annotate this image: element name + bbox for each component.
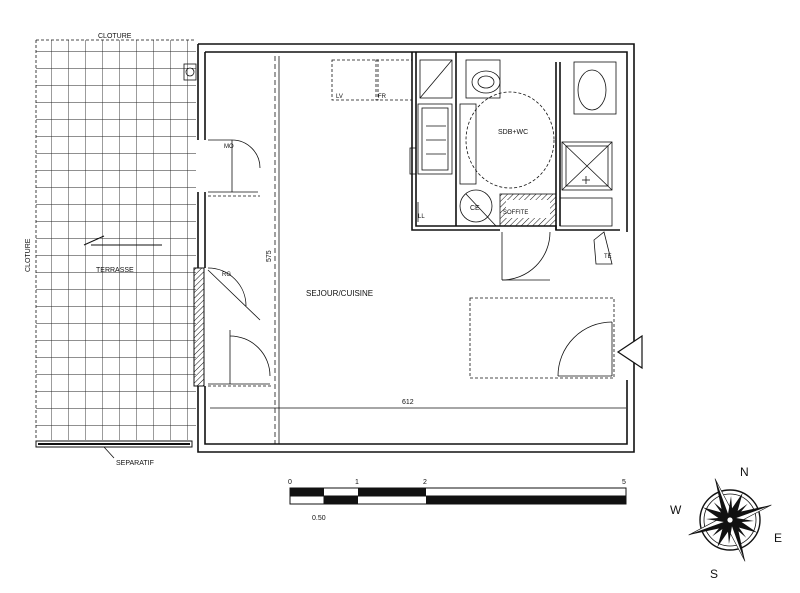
label-dim-height: 575	[266, 250, 273, 262]
label-ll: LL	[418, 214, 425, 220]
label-separatif: SEPARATIF	[116, 460, 154, 467]
compass-w: W	[670, 503, 682, 517]
label-cloture-top: CLOTURE	[98, 33, 132, 40]
label-fr: FR	[378, 94, 387, 100]
label-terrasse: TERRASSE	[96, 267, 134, 274]
label-dim-width: 612	[402, 399, 414, 406]
scale-tick-0: 0	[288, 479, 292, 486]
label-soffite: SOFFITE	[503, 210, 528, 216]
compass-e: E	[774, 531, 782, 545]
scale-bar: 0 1 2 5 0.50	[288, 479, 627, 522]
compass-n: N	[740, 465, 749, 479]
label-lv: LV	[336, 94, 343, 100]
compass-s: S	[710, 567, 718, 581]
scale-tick-5: 5	[622, 479, 626, 486]
label-te: TE	[604, 254, 612, 260]
scale-tick-1: 1	[355, 479, 359, 486]
compass-rose-icon: N S E W	[670, 465, 782, 581]
walls	[193, 43, 635, 453]
kitchen	[331, 59, 453, 222]
furniture-zone	[469, 297, 615, 379]
scale-tick-2: 2	[423, 479, 427, 486]
bathroom	[419, 59, 617, 265]
doors	[207, 139, 643, 385]
scale-sub-label: 0.50	[312, 515, 326, 522]
label-cloture-side: CLOTURE	[25, 238, 32, 272]
label-ce: CE	[470, 205, 480, 212]
label-sdb: SDB+WC	[498, 129, 528, 136]
label-sejour: SEJOUR/CUISINE	[306, 289, 373, 298]
label-rg: RG	[222, 272, 231, 278]
terrace	[35, 39, 196, 459]
entry-arrow-icon	[616, 334, 643, 370]
label-mo: MO	[224, 144, 234, 150]
